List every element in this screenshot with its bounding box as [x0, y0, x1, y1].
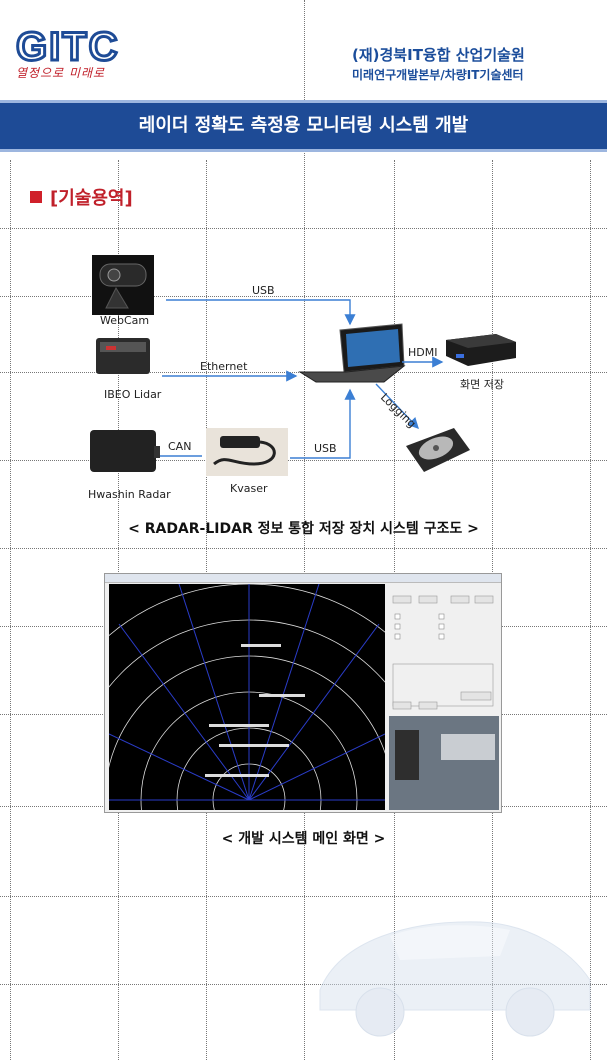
usb2-label: USB	[314, 442, 337, 455]
control-panel	[389, 584, 499, 810]
slogan: 열정으로 미래로	[16, 66, 106, 80]
guide-line	[0, 984, 607, 985]
guide-line	[0, 548, 607, 549]
radar-plot	[109, 584, 385, 810]
laptop-image	[298, 323, 406, 383]
guide-line	[0, 896, 607, 897]
guide-line	[0, 296, 607, 297]
lidar-label: IBEO Lidar	[104, 388, 162, 401]
car-watermark	[319, 921, 591, 1037]
screenshot-caption: < 개발 시스템 메인 화면 >	[221, 831, 386, 847]
org-name: (재)경북IT융합 산업기술원	[352, 46, 525, 64]
hard-disk-image	[406, 428, 470, 472]
section-label: [기술용역]	[50, 188, 133, 209]
usb-link	[166, 299, 356, 326]
org-department: 미래연구개발본부/차량IT기술센터	[352, 68, 524, 82]
guide-line	[0, 460, 607, 461]
section-heading: [기술용역]	[30, 184, 133, 210]
logging-label: Logging	[378, 391, 418, 431]
guide-line	[590, 160, 591, 1060]
kvaser-label: Kvaser	[230, 482, 268, 495]
window-titlebar	[105, 574, 501, 583]
logo-text: GITC	[16, 25, 120, 69]
radar-display	[109, 584, 385, 810]
hdmi-label: HDMI	[408, 346, 437, 359]
main-screen-screenshot	[104, 573, 502, 813]
architecture-diagram: WebCam IBEO Lidar Hwashin Radar Kvaser 화…	[88, 255, 516, 501]
ethernet-label: Ethernet	[200, 360, 248, 373]
logging-link	[375, 383, 419, 430]
webcam-image	[92, 255, 154, 315]
usb2-link	[290, 388, 356, 459]
usb-label: USB	[252, 284, 275, 297]
webcam-label: WebCam	[100, 314, 149, 327]
radar-image	[90, 430, 160, 472]
control-panel-graphic	[389, 595, 499, 810]
page-title-banner: 레이더 정확도 측정용 모니터링 시스템 개발	[0, 100, 607, 152]
bullet-square-icon	[30, 191, 42, 203]
gitc-logo: GITC	[15, 24, 120, 71]
storage-label: 화면 저장	[460, 378, 504, 391]
guide-line	[10, 160, 11, 1060]
kvaser-image	[206, 428, 288, 476]
hdmi-box-image	[446, 334, 516, 366]
lidar-image	[96, 338, 150, 374]
diagram-caption: < RADAR-LIDAR 정보 통합 저장 장치 시스템 구조도 >	[128, 521, 479, 537]
radar-label: Hwashin Radar	[88, 488, 171, 501]
can-label: CAN	[168, 440, 191, 453]
guide-line	[0, 228, 607, 229]
guide-line	[304, 0, 305, 1060]
